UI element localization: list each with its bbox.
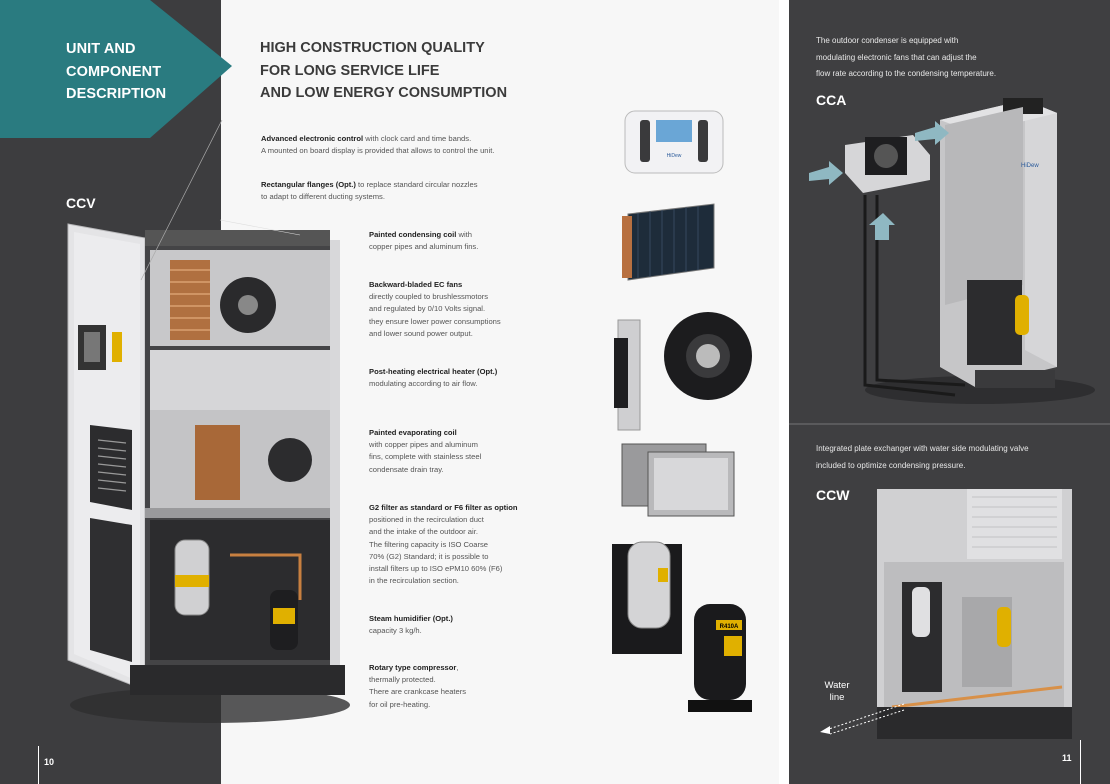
section-heading-line: UNIT AND — [66, 41, 136, 57]
ccv-unit-illustration — [67, 223, 350, 723]
condensing-coil-image — [622, 203, 715, 281]
feature-title: Advanced electronic control — [261, 134, 364, 143]
water-line-label-line: Water — [824, 680, 850, 691]
feature-condensing-coil: Painted condensing coil with copper pipe… — [369, 229, 549, 253]
feature-text: directly coupled to brushlessmotors — [369, 292, 489, 302]
feature-text: , — [456, 663, 459, 672]
water-line-label-line: line — [829, 692, 845, 703]
feature-title: Painted evaporating coil — [369, 428, 457, 437]
page-number-right: 11 — [1062, 753, 1072, 763]
compressor-badge: R410A — [720, 624, 739, 630]
feature-text: condensate drain tray. — [369, 464, 444, 474]
section-heading-line: COMPONENT — [66, 63, 162, 80]
feature-title: Rectangular flanges (Opt.) — [261, 180, 356, 189]
feature-title: Rotary type compressor — [369, 663, 457, 672]
control-display-image: HiDew — [624, 110, 724, 174]
feature-text: and the intake of the outdoor air. — [369, 527, 478, 537]
ec-fan-image — [664, 312, 752, 400]
feature-title: Painted condensing coil — [369, 230, 457, 239]
feature-text: with — [456, 230, 472, 239]
feature-title: Post-heating electrical heater (Opt.) — [369, 367, 498, 376]
feature-text: copper pipes and aluminum fins. — [369, 242, 479, 252]
feature-text: and regulated by 0/10 Volts signal. — [369, 304, 486, 314]
cca-description-line: flow rate according to the condensing te… — [816, 69, 997, 78]
water-line-arrows — [820, 703, 905, 735]
ccw-description-line: included to optimize condensing pressure… — [816, 460, 966, 470]
page-number-rule — [1080, 740, 1081, 784]
feature-text: with clock card and time bands. — [363, 134, 472, 143]
feature-text: in the recirculation section. — [369, 576, 459, 586]
ccw-unit-illustration — [877, 489, 1072, 739]
feature-rectangular-flanges: Rectangular flanges (Opt.) to replace st… — [261, 179, 561, 203]
feature-text: with copper pipes and aluminum — [369, 440, 478, 450]
feature-text: The filtering capacity is ISO Coarse — [369, 539, 489, 549]
section-banner — [0, 0, 232, 138]
cca-description-line: The outdoor condenser is equipped with — [816, 36, 959, 45]
page-title-line: HIGH CONSTRUCTION QUALITY — [260, 40, 485, 56]
page-number-left: 10 — [44, 757, 55, 767]
feature-text: 70% (G2) Standard; it is possible to — [369, 551, 489, 561]
ccw-description-line: Integrated plate exchanger with water si… — [816, 444, 1029, 453]
feature-title: Backward-bladed EC fans — [369, 280, 463, 289]
feature-steam-humidifier: Steam humidifier (Opt.) capacity 3 kg/h. — [369, 613, 549, 637]
pointer-lines — [140, 120, 301, 281]
humidifier-image — [612, 541, 682, 654]
cca-description: The outdoor condenser is equipped with m… — [816, 33, 996, 83]
section-heading-line: DESCRIPTION — [66, 86, 167, 102]
feature-text: thermally protected. — [369, 675, 436, 685]
feature-text: install filters up to ISO ePM10 60% (F6) — [369, 564, 503, 574]
filter-image — [621, 443, 735, 517]
feature-text: modulating according to air flow. — [369, 379, 478, 389]
cca-unit-brand: HiDew — [1021, 163, 1039, 169]
cca-description-line: modulating electronic fans that can adju… — [816, 52, 977, 62]
feature-text: to adapt to different ducting systems. — [261, 192, 385, 202]
feature-text: capacity 3 kg/h. — [369, 626, 422, 636]
feature-text: for oil pre-heating. — [369, 699, 431, 709]
cca-label: CCA — [816, 92, 847, 108]
feature-electronic-control: Advanced electronic control with clock c… — [261, 133, 561, 157]
feature-title: Steam humidifier (Opt.) — [369, 614, 453, 623]
compressor-image: R410A — [688, 604, 752, 712]
feature-text: There are crankcase heaters — [369, 687, 467, 697]
page-title-line: AND LOW ENERGY CONSUMPTION — [260, 85, 508, 101]
feature-text: positioned in the recirculation duct — [369, 515, 484, 525]
feature-ec-fans: Backward-bladed EC fans directly coupled… — [369, 279, 549, 340]
ccw-label: CCW — [816, 487, 850, 503]
feature-text: they ensure lower power consumptions — [369, 316, 501, 326]
right-page-divider — [789, 423, 1110, 425]
feature-electrical-heater: Post-heating electrical heater (Opt.) mo… — [369, 366, 549, 390]
section-heading: UNIT AND COMPONENT DESCRIPTION — [66, 38, 166, 106]
ccv-label: CCV — [66, 195, 96, 211]
page-title-line: FOR LONG SERVICE LIFE — [260, 62, 440, 79]
feature-title: G2 filter as standard or F6 filter as op… — [369, 503, 518, 512]
feature-text: A mounted on board display is provided t… — [261, 146, 495, 156]
page-number-rule — [38, 746, 39, 784]
page-gutter — [779, 0, 789, 784]
feature-text: and lower sound power output. — [369, 328, 473, 338]
feature-compressor: Rotary type compressor, thermally protec… — [369, 662, 549, 711]
page-title: HIGH CONSTRUCTION QUALITY FOR LONG SERVI… — [260, 37, 507, 105]
display-brand: HiDew — [667, 153, 682, 159]
feature-filter: G2 filter as standard or F6 filter as op… — [369, 502, 569, 587]
cca-unit-illustration: HiDew — [809, 98, 1095, 404]
feature-evaporating-coil: Painted evaporating coil with copper pip… — [369, 427, 549, 476]
ccw-description: Integrated plate exchanger with water si… — [816, 441, 1029, 474]
electrical-heater-image — [614, 319, 641, 431]
feature-text: to replace standard circular nozzles — [355, 180, 478, 189]
water-line-label: Water line — [818, 680, 856, 704]
feature-text: fins, complete with stainless steel — [369, 452, 482, 462]
